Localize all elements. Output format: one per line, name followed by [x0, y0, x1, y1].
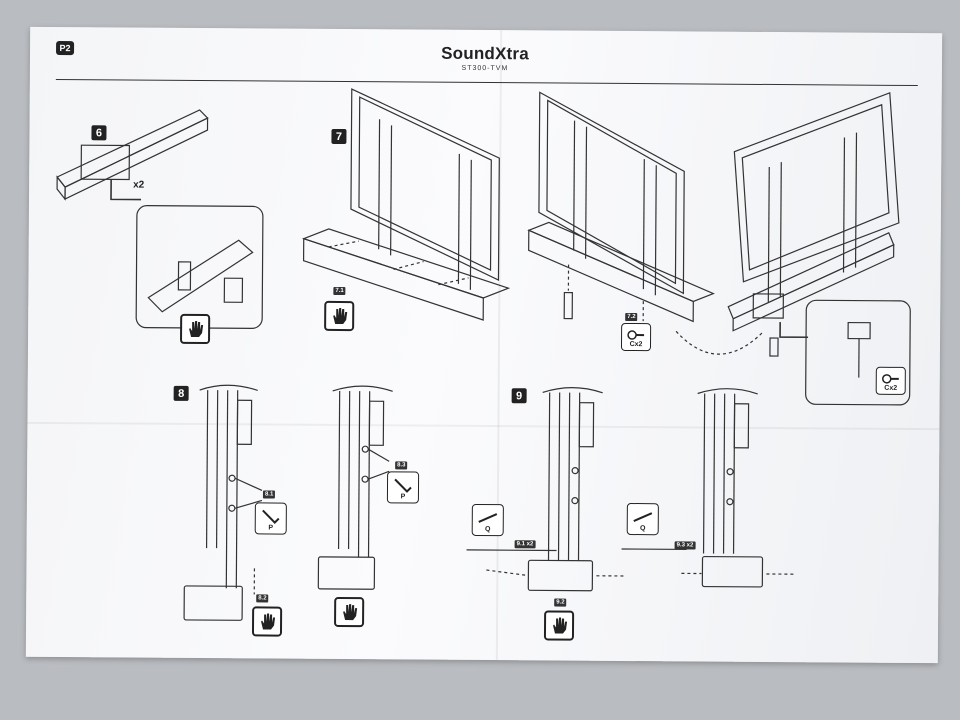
step7-tv-view3: [727, 91, 911, 406]
step-7-badge: 7: [331, 128, 347, 145]
step-8-badge: 8: [173, 385, 189, 401]
hand-icon: [251, 606, 283, 637]
step-6-quantity: x2: [133, 179, 145, 191]
screw-icon: [627, 330, 645, 340]
step9-pole-c: [466, 387, 627, 592]
step-9-badge: 9: [511, 388, 527, 404]
screw-callout: Cx2: [620, 322, 652, 352]
step-9-1-label: 9.1 x2: [514, 540, 536, 549]
step-9-2-label: 9.2: [554, 598, 567, 607]
tool-q-icon: [478, 513, 498, 523]
step6-soundbar: [56, 109, 264, 329]
hand-icon: [324, 300, 355, 332]
assembly-illustrations: [56, 88, 911, 621]
tool-q-callout: Q: [626, 503, 659, 536]
step-7-2-label: 7.2: [625, 312, 638, 322]
step-6-badge: 6: [91, 125, 107, 141]
step7-tv-view2: [527, 91, 764, 355]
screw-icon: [882, 374, 899, 384]
step8-pole-b: [317, 385, 393, 590]
hand-icon: [543, 610, 575, 641]
step7-tv-view1: [301, 88, 511, 321]
allen-key-callout: P: [386, 471, 420, 504]
step-8-2-label: 8.2: [256, 594, 269, 603]
step-9-3-label: 9.3 x2: [674, 541, 696, 550]
tool-q-callout: Q: [471, 503, 504, 537]
step8-pole-a: [183, 384, 263, 621]
allen-key-icon: [262, 509, 280, 524]
step-8-1-label: 8.1: [262, 490, 276, 499]
instruction-sheet: P2 SoundXtra ST300-TVM: [25, 26, 943, 664]
allen-key-icon: [394, 478, 412, 493]
step9-pole-d: [621, 388, 797, 588]
hand-icon: [180, 313, 211, 345]
screw-callout: Cx2: [875, 366, 906, 395]
step-7-1-label: 7.1: [333, 286, 346, 296]
hand-icon: [334, 596, 365, 628]
step-8-3-label: 8.3: [395, 461, 408, 470]
tool-q-icon: [633, 512, 653, 522]
allen-key-callout: P: [254, 502, 287, 535]
